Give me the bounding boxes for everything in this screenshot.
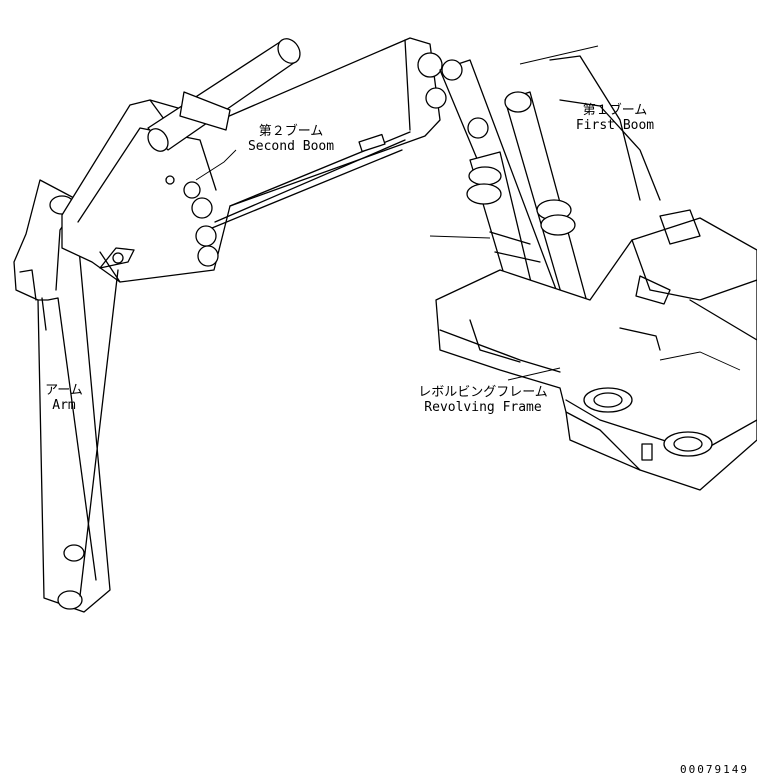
revolving-frame-label-en: Revolving Frame <box>424 400 542 415</box>
leader-lines <box>195 45 599 381</box>
arm-label-jp: アーム <box>45 383 83 398</box>
leader-second-boom <box>195 149 237 181</box>
first-boom-label-en: First Boom <box>575 118 655 133</box>
leader-revolving-frame <box>507 367 561 381</box>
hydraulic-hose <box>79 269 119 597</box>
arm-label-en: Arm <box>52 398 76 413</box>
arm-label: アーム Arm <box>34 383 94 413</box>
second-boom-label-jp: 第２ブーム <box>258 124 324 139</box>
second-boom-label: 第２ブーム Second Boom <box>236 124 346 154</box>
second-boom-cylinder <box>147 38 301 152</box>
revolving-frame-label: レボルビングフレーム Revolving Frame <box>408 385 558 415</box>
first-boom-label-jp: 第１ブーム <box>582 103 648 118</box>
first-boom-label: 第１ブーム First Boom <box>560 103 670 133</box>
revolving-frame-part <box>435 55 757 491</box>
document-number: 00079149 <box>680 763 749 776</box>
leader-cylinder <box>429 235 491 239</box>
leader-first-boom <box>519 45 599 65</box>
revolving-frame-label-jp: レボルビングフレーム <box>418 385 548 400</box>
second-boom-label-en: Second Boom <box>247 139 335 154</box>
